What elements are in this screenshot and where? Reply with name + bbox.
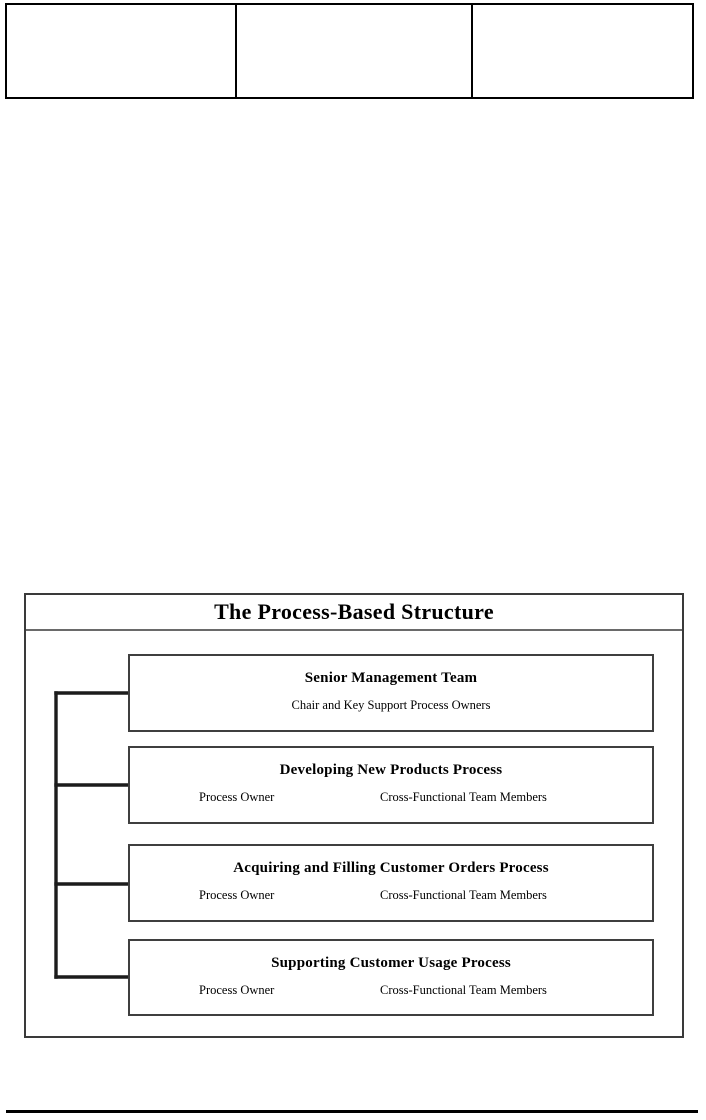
role-process-owner: Process Owner — [199, 790, 275, 804]
role-cross-functional-team: Cross-Functional Team Members — [380, 790, 547, 804]
process-box-title: Acquiring and Filling Customer Orders Pr… — [233, 860, 549, 876]
table-cell-3 — [473, 5, 692, 97]
role-process-owner: Process Owner — [199, 983, 275, 997]
process-box-subtitle: Chair and Key Support Process Owners — [291, 698, 491, 712]
process-box-acquiring-filling-customer-orders: Acquiring and Filling Customer Orders Pr… — [128, 844, 654, 922]
table-cell-2 — [237, 5, 473, 97]
process-box-developing-new-products: Developing New Products Process Process … — [128, 746, 654, 824]
process-box-roles: Process Owner Cross-Functional Team Memb… — [130, 888, 652, 906]
footer-rule — [6, 1110, 698, 1113]
process-box-title: Supporting Customer Usage Process — [271, 955, 511, 971]
figure-title-band: The Process-Based Structure — [26, 595, 682, 631]
role-cross-functional-team: Cross-Functional Team Members — [380, 983, 547, 997]
figure-title: The Process-Based Structure — [214, 599, 494, 624]
header-table — [5, 3, 694, 99]
process-box-roles: Process Owner Cross-Functional Team Memb… — [130, 983, 652, 1001]
process-box-supporting-customer-usage: Supporting Customer Usage Process Proces… — [128, 939, 654, 1016]
process-box-roles: Process Owner Cross-Functional Team Memb… — [130, 790, 652, 808]
process-box-title: Developing New Products Process — [279, 762, 503, 778]
process-box-senior-management-team: Senior Management Team Chair and Key Sup… — [128, 654, 654, 732]
table-cell-1 — [7, 5, 237, 97]
role-cross-functional-team: Cross-Functional Team Members — [380, 888, 547, 902]
process-structure-figure: The Process-Based Structure Senior Manag… — [24, 593, 684, 1038]
process-box-title: Senior Management Team — [304, 670, 478, 686]
role-process-owner: Process Owner — [199, 888, 275, 902]
